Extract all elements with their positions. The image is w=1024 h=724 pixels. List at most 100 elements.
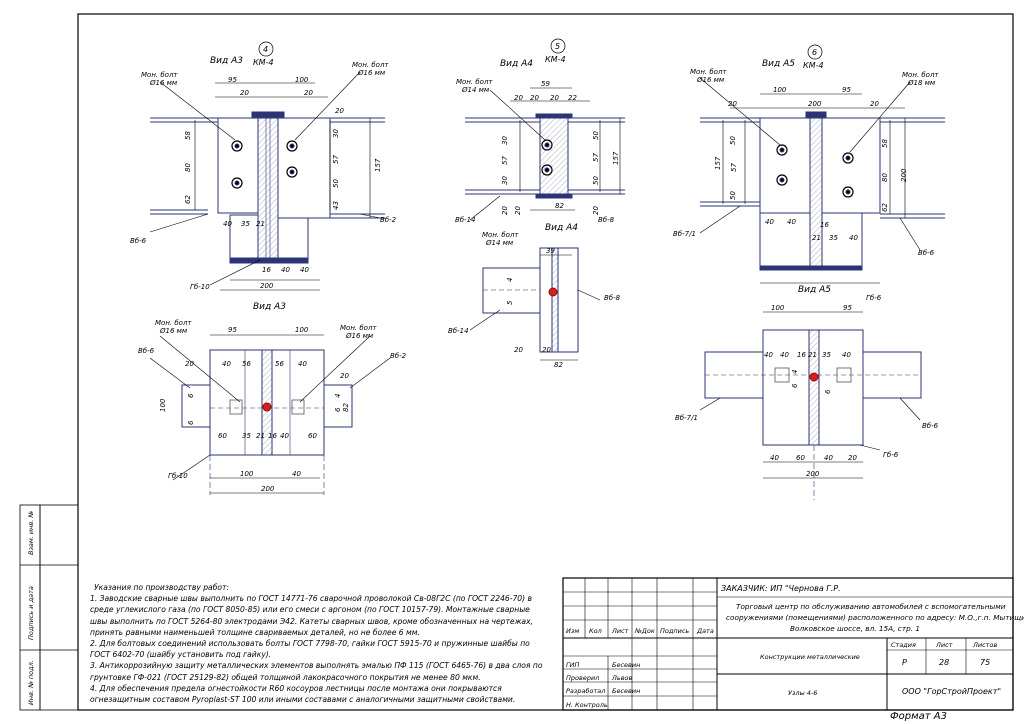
view-a5-title: Вид А5 (762, 59, 795, 69)
svg-text:Кол: Кол (589, 627, 602, 635)
svg-text:Ø16 мм: Ø16 мм (149, 79, 178, 87)
svg-text:40: 40 (281, 266, 290, 274)
svg-text:Мон. болт: Мон. болт (141, 71, 178, 79)
svg-text:5: 5 (506, 300, 514, 305)
svg-text:21: 21 (256, 220, 265, 228)
svg-text:58: 58 (881, 139, 889, 148)
svg-text:75: 75 (980, 658, 990, 667)
object-line-2: сооружениями (помещениями) расположенног… (726, 613, 1024, 622)
svg-text:Вб-14: Вб-14 (448, 327, 469, 335)
svg-text:Вб-6: Вб-6 (918, 249, 935, 257)
svg-text:59: 59 (541, 80, 550, 88)
svg-text:40: 40 (770, 454, 779, 462)
outer-frame (77, 13, 1014, 711)
title-block-text: Изм Кол Лист №Док Подпись Дата ГИП Прове… (566, 584, 1024, 709)
svg-text:Ø14 мм: Ø14 мм (461, 86, 490, 94)
svg-text:4: 4 (334, 394, 342, 398)
svg-text:Ø16 мм: Ø16 мм (345, 332, 374, 340)
svg-text:200: 200 (900, 168, 908, 182)
svg-text:Гб-10: Гб-10 (190, 283, 210, 291)
svg-text:16: 16 (820, 221, 829, 229)
view-a3-bottom-title: Вид А3 (253, 302, 286, 312)
svg-text:60: 60 (308, 432, 317, 440)
svg-text:40: 40 (222, 360, 231, 368)
view-a4-title: Вид А4 (500, 59, 533, 69)
node-a5-bottom-text: Вид А5 100 95 40 40 16 21 35 40 4 6 6 40… (675, 285, 939, 478)
svg-text:35: 35 (241, 220, 250, 228)
svg-text:35: 35 (822, 351, 831, 359)
svg-text:Проверил: Проверил (566, 674, 599, 682)
svg-text:157: 157 (714, 156, 722, 170)
svg-text:20: 20 (848, 454, 857, 462)
svg-text:50: 50 (332, 179, 340, 188)
svg-text:40: 40 (292, 470, 301, 478)
production-notes: Указания по производству работ: 1. Завод… (90, 582, 545, 705)
svg-text:40: 40 (849, 234, 858, 242)
svg-text:60: 60 (796, 454, 805, 462)
node-a4-top-text: Вид А4 5 КМ-4 Мон. болт Ø14 мм 59 20 20 … (455, 38, 620, 224)
svg-text:КМ-4: КМ-4 (545, 55, 566, 64)
stamp-podpis: Подпись и дата (27, 586, 35, 640)
svg-text:30: 30 (501, 136, 509, 145)
svg-text:21: 21 (812, 234, 821, 242)
svg-text:Мон. болт: Мон. болт (690, 68, 727, 76)
svg-text:Вб-6: Вб-6 (922, 422, 939, 430)
svg-text:60: 60 (218, 432, 227, 440)
svg-text:Вб-8: Вб-8 (604, 294, 621, 302)
stamp-vzam: Взам. инв. № (27, 511, 35, 555)
svg-text:Листов: Листов (972, 641, 997, 649)
section-name: Конструкции металлические (760, 653, 860, 661)
side-stamp: Взам. инв. № Подпись и дата Инв. № подл. (19, 504, 79, 711)
svg-text:20: 20 (542, 346, 551, 354)
svg-text:Н. Контроль: Н. Контроль (566, 701, 608, 709)
svg-text:Вб-7/1: Вб-7/1 (673, 230, 696, 238)
svg-text:50: 50 (729, 191, 737, 200)
svg-text:КМ-4: КМ-4 (803, 61, 824, 70)
svg-text:16: 16 (268, 432, 277, 440)
svg-text:Гб-10: Гб-10 (168, 472, 188, 480)
svg-text:Ø18 мм: Ø18 мм (907, 79, 936, 87)
svg-text:Стадия: Стадия (891, 641, 916, 649)
svg-text:4: 4 (263, 45, 268, 54)
svg-text:95: 95 (228, 326, 237, 334)
svg-text:Дата: Дата (696, 627, 714, 635)
svg-text:Бесевин: Бесевин (612, 661, 640, 669)
svg-text:6: 6 (824, 389, 832, 394)
svg-text:Ø16 мм: Ø16 мм (696, 76, 725, 84)
svg-text:Бесевин: Бесевин (612, 687, 640, 695)
svg-text:35: 35 (242, 432, 251, 440)
svg-text:Мон. болт: Мон. болт (340, 324, 377, 332)
svg-text:20: 20 (530, 94, 539, 102)
svg-text:95: 95 (228, 76, 237, 84)
svg-text:Разработал: Разработал (566, 687, 605, 695)
svg-text:20: 20 (592, 206, 600, 215)
svg-text:100: 100 (771, 304, 785, 312)
svg-text:20: 20 (870, 100, 879, 108)
svg-text:20: 20 (514, 94, 523, 102)
svg-text:200: 200 (261, 485, 275, 493)
svg-text:58: 58 (184, 131, 192, 140)
svg-text:20: 20 (550, 94, 559, 102)
stamp-inv: Инв. № подл. (27, 660, 35, 705)
svg-text:82: 82 (342, 403, 350, 412)
svg-text:40: 40 (300, 266, 309, 274)
sheet-name: Узлы 4-6 (788, 689, 817, 697)
svg-text:Мон. болт: Мон. болт (902, 71, 939, 79)
svg-text:200: 200 (806, 470, 820, 478)
svg-text:КМ-4: КМ-4 (253, 58, 274, 67)
object-line-3: Волковское шоссе, вл. 15А, стр. 1 (790, 624, 920, 633)
svg-text:40: 40 (223, 220, 232, 228)
note-3: 3. Антикоррозийную защиту металлических … (90, 661, 543, 682)
svg-text:80: 80 (881, 173, 889, 182)
svg-text:6: 6 (791, 383, 799, 388)
svg-text:Гб-6: Гб-6 (866, 294, 882, 302)
svg-text:20: 20 (501, 206, 509, 215)
svg-text:6: 6 (812, 48, 817, 57)
svg-text:Вб-2: Вб-2 (380, 216, 397, 224)
svg-text:82: 82 (555, 202, 564, 210)
company-name: ООО "ГорСтройПроект" (902, 687, 1001, 696)
svg-text:35: 35 (829, 234, 838, 242)
svg-text:200: 200 (260, 282, 274, 290)
svg-text:40: 40 (787, 218, 796, 226)
svg-text:30: 30 (332, 129, 340, 138)
